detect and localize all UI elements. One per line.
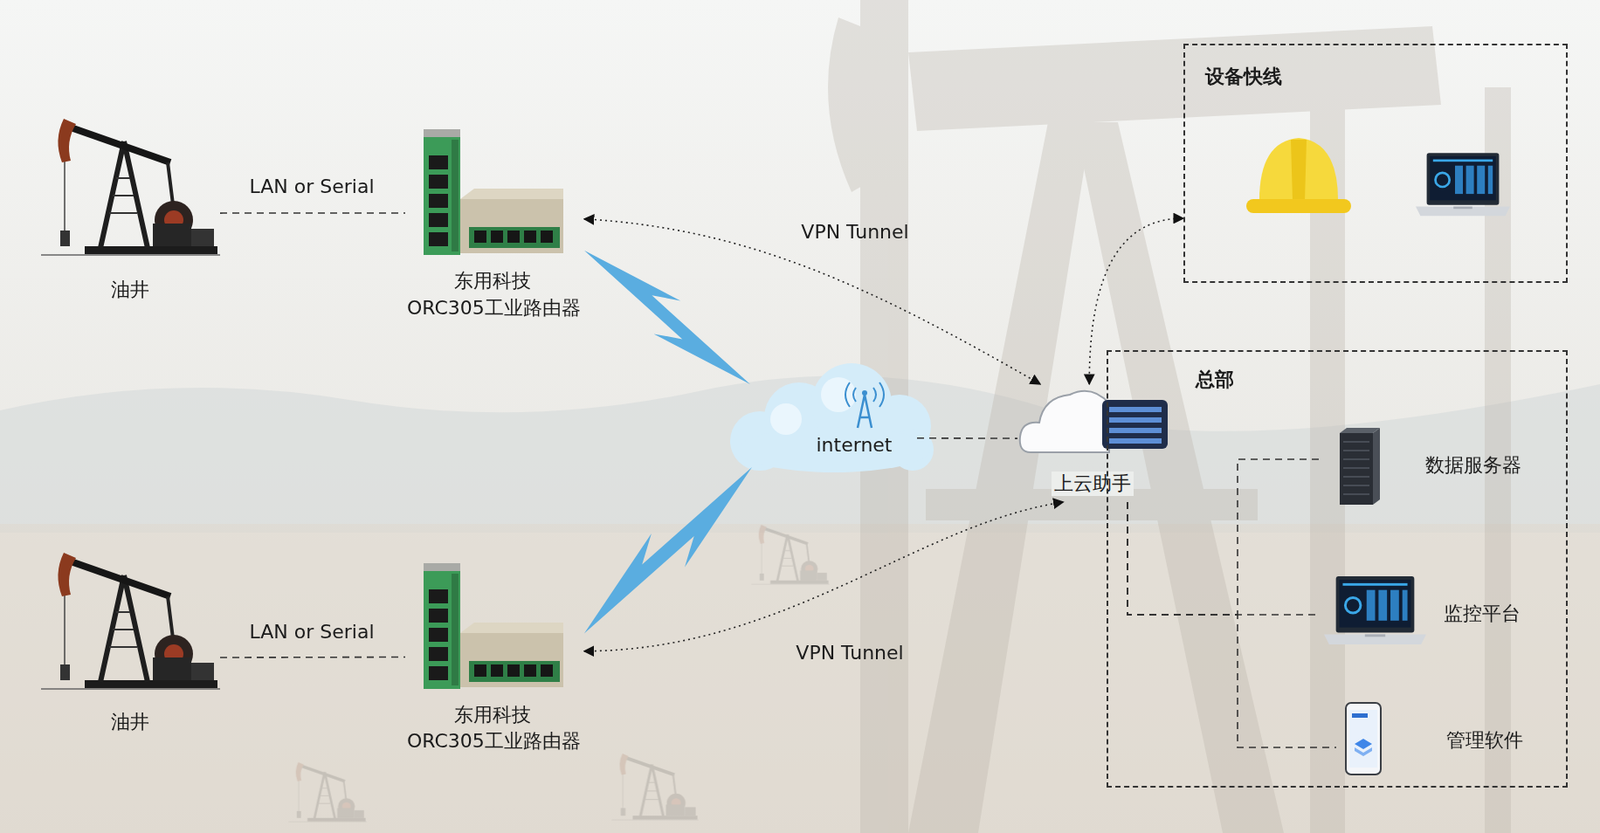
internet-cloud — [737, 427, 931, 473]
wired-link — [1127, 459, 1323, 615]
node-label: 数据服务器 — [1425, 453, 1522, 478]
internet-cloud — [730, 363, 934, 473]
phone-icon — [1345, 703, 1381, 775]
oil-well: 油井 — [41, 113, 221, 311]
cloud-assistant-icon — [1102, 400, 1168, 449]
vpn-tunnel — [584, 502, 1064, 652]
group-box: 总部数据服务器监控平台管理软件 — [1106, 350, 1568, 788]
edge-label: LAN or Serial — [248, 620, 374, 645]
cloud-assistant-icon — [1020, 391, 1168, 453]
helmet-icon — [1246, 199, 1352, 214]
laptop-icon — [1324, 576, 1427, 645]
internet-cloud — [730, 363, 934, 473]
node-label: 油井 — [110, 710, 150, 735]
helmet-icon — [1290, 139, 1307, 201]
oil-well: 油井 — [41, 547, 221, 745]
helmet-icon — [1259, 137, 1338, 207]
distant-pumpjacks — [288, 762, 367, 822]
wired-link — [220, 212, 406, 214]
node-label: internet — [816, 433, 893, 458]
phone-icon — [1351, 713, 1368, 718]
node-label: 上云助手 — [1051, 471, 1134, 497]
internet-cloud — [845, 382, 884, 407]
vpn-tunnel — [584, 219, 1041, 385]
router: 东用科技ORC305工业路由器 — [405, 126, 585, 324]
node-label: 设备快线 — [1205, 64, 1283, 90]
node-label: 东用科技 — [454, 703, 532, 728]
edge-label: VPN Tunnel — [800, 220, 909, 245]
node-label: 总部 — [1195, 367, 1235, 393]
background-pumpjack — [908, 26, 1442, 132]
server-icon — [1372, 427, 1380, 505]
wireless-link — [584, 467, 752, 635]
distant-pumpjacks — [611, 753, 699, 821]
server-icon — [1339, 427, 1380, 434]
router-icon — [423, 563, 564, 690]
server-icon — [1339, 433, 1373, 505]
monitor-node: 监控平台 — [1318, 572, 1555, 656]
cloud-assistant-icon — [1109, 427, 1162, 434]
hills — [0, 376, 1600, 533]
wired-link — [1127, 502, 1319, 615]
wired-link — [917, 437, 1018, 440]
background-pumpjack — [827, 17, 883, 193]
cloud-assistant-icon — [1109, 406, 1162, 413]
node-label: 东用科技 — [454, 268, 532, 294]
vpn-tunnel — [1089, 218, 1184, 385]
edge-label: LAN or Serial — [248, 174, 374, 200]
cloud-assistant-icon — [1109, 438, 1162, 444]
cloud-assistant: 上云助手 — [1017, 384, 1171, 503]
internet-cloud — [857, 394, 872, 428]
node-label: 油井 — [110, 277, 150, 303]
distant-pumpjacks — [288, 524, 830, 822]
cloud-assistant-icon — [1109, 417, 1162, 423]
router-icon — [423, 129, 564, 256]
node-label: 监控平台 — [1443, 601, 1521, 627]
node-label: ORC305工业路由器 — [406, 729, 581, 754]
node-label: ORC305工业路由器 — [406, 296, 581, 321]
server-node: 数据服务器 — [1322, 427, 1559, 507]
server-icon — [1343, 441, 1370, 495]
cloud-assistant-icon — [1020, 391, 1110, 453]
node-label: 管理软件 — [1446, 728, 1524, 753]
phone-icon — [1354, 747, 1373, 757]
phone-icon — [1354, 738, 1373, 750]
helmet-icon — [1246, 137, 1352, 214]
background-pumpjack — [827, 0, 1511, 833]
software-node: 管理软件 — [1336, 698, 1555, 782]
internet-cloud — [770, 403, 802, 435]
phone-icon — [1345, 703, 1381, 775]
wired-link — [220, 656, 406, 659]
edge-label: VPN Tunnel — [795, 641, 904, 666]
laptop-icon — [1415, 152, 1511, 216]
phone-icon — [1349, 710, 1378, 768]
oil-well-icon — [41, 118, 221, 256]
internet-cloud — [820, 377, 856, 413]
group-box: 设备快线 — [1183, 43, 1568, 283]
server-icon — [1339, 427, 1380, 505]
distant-pumpjacks — [751, 524, 830, 585]
internet-cloud: internet — [733, 384, 918, 468]
internet-cloud — [862, 390, 868, 396]
oil-well-icon — [41, 552, 221, 690]
router: 东用科技ORC305工业路由器 — [405, 558, 585, 756]
wireless-link — [584, 250, 751, 385]
wired-link — [1127, 502, 1337, 748]
